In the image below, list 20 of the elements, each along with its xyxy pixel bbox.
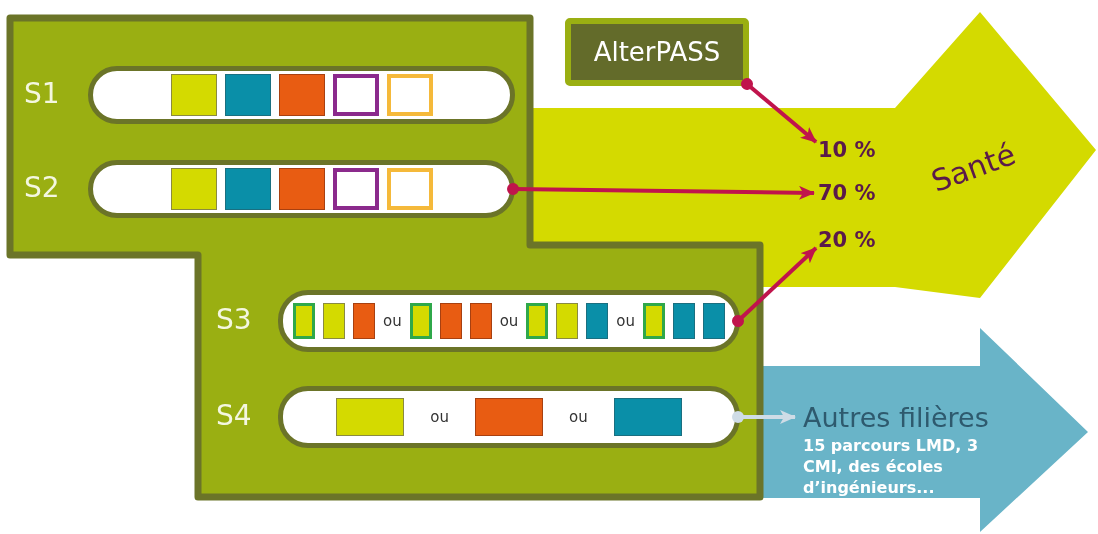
option-word: ou bbox=[616, 312, 636, 330]
arrow bbox=[507, 183, 815, 200]
stage-label: S4 bbox=[216, 402, 252, 430]
arrow bbox=[732, 246, 818, 327]
percentage-text: 20 % bbox=[818, 228, 876, 252]
arrow bbox=[741, 78, 818, 144]
percentage-text: 70 % bbox=[818, 181, 876, 205]
name-tag: AlterPASS bbox=[565, 18, 749, 86]
destination-note: 15 parcours LMD, 3 CMI, des écoles d’ingénieurs... bbox=[803, 436, 979, 499]
option-word: ou bbox=[499, 312, 519, 330]
option-word: ou bbox=[430, 408, 449, 426]
option-word: ou bbox=[569, 408, 588, 426]
stage-label: S1 bbox=[24, 80, 60, 108]
arrow bbox=[732, 410, 796, 424]
stage-label: S3 bbox=[216, 306, 252, 334]
percentage-text: 10 % bbox=[818, 138, 876, 162]
stage-label: S2 bbox=[24, 174, 60, 202]
destination-title: Santé bbox=[926, 136, 1021, 199]
option-word: ou bbox=[382, 312, 402, 330]
destination-title: Autres filières bbox=[803, 402, 989, 433]
